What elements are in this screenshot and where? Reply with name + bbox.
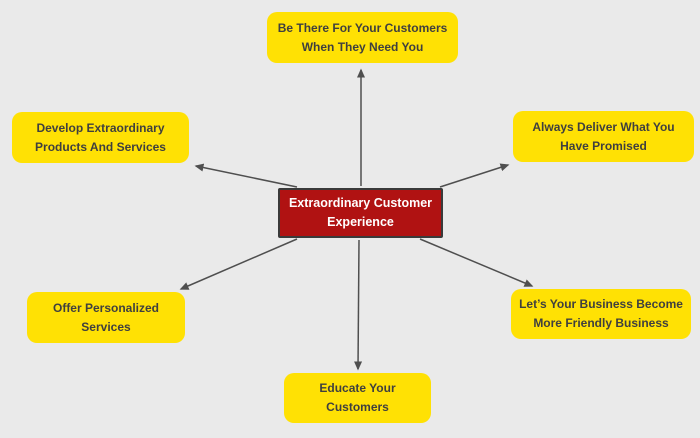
arrow-to-top-left	[194, 163, 298, 188]
node-label-line: Always Deliver What You	[532, 119, 675, 134]
node-label-line: Have Promised	[560, 138, 647, 153]
node-label-line: Products And Services	[35, 139, 166, 154]
node-label-line: Customers	[326, 400, 389, 414]
node-center-extraordinary-customer-experience[interactable]: Extraordinary Customer Experience	[278, 188, 443, 238]
arrow-to-bottom	[354, 239, 363, 371]
arrow-to-bottom-left	[179, 238, 298, 290]
node-develop-extraordinary-products[interactable]: Develop Extraordinary Products And Servi…	[12, 112, 189, 163]
node-label-line: Develop Extraordinary	[36, 120, 165, 135]
node-educate-customers[interactable]: Educate Your Customers	[284, 373, 431, 423]
node-label-line: Be There For Your Customers	[277, 20, 448, 35]
node-label-line: Let’s Your Business Become	[519, 297, 683, 311]
arrow-to-bottom-right	[419, 238, 534, 287]
arrow-to-top-right	[439, 163, 510, 188]
node-label-line: When They Need You	[301, 39, 424, 54]
center-label-line: Extraordinary Customer	[288, 196, 433, 210]
node-always-deliver-promised[interactable]: Always Deliver What You Have Promised	[513, 111, 694, 162]
node-friendly-business[interactable]: Let’s Your Business Become More Friendly…	[511, 289, 691, 339]
node-label-line: Offer Personalized	[52, 300, 160, 315]
node-offer-personalized-services[interactable]: Offer Personalized Services	[27, 292, 185, 343]
node-be-there-for-customers[interactable]: Be There For Your Customers When They Ne…	[267, 12, 458, 63]
node-label-line: More Friendly Business	[533, 316, 669, 330]
center-label-line: Experience	[327, 215, 394, 229]
node-label-line: Services	[81, 319, 131, 334]
node-label-line: Educate Your	[319, 381, 396, 395]
